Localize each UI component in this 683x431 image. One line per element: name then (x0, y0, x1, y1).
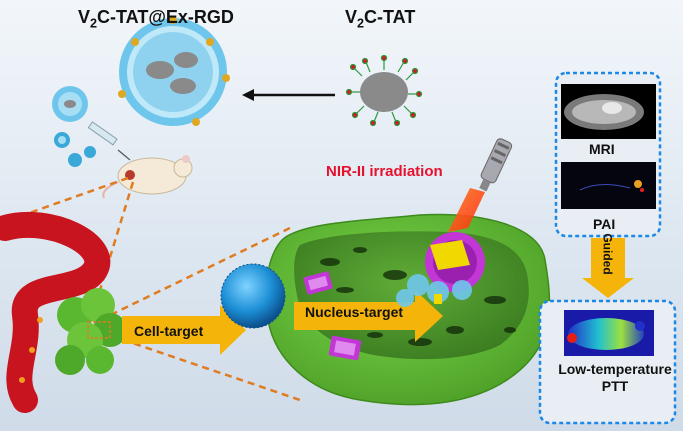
nanosheet-fragments (303, 271, 362, 361)
ptt-label: Low-temperature PTT (558, 361, 672, 394)
exosome-small-2 (54, 132, 70, 148)
mri-label: MRI (589, 141, 615, 157)
tumor-cluster (55, 288, 127, 375)
nucleus-target-label: Nucleus-target (305, 304, 404, 320)
ptt-panel (538, 299, 677, 425)
nucleus-assembly (396, 232, 485, 307)
zoom-lines (14, 176, 301, 402)
laser-icon (448, 138, 513, 232)
guided-label: Guided (600, 233, 615, 275)
exosome-large (118, 16, 230, 126)
v2c-tat-nanosheet (345, 54, 423, 127)
blood-vessel (0, 211, 111, 413)
exosome-small-3 (68, 146, 96, 167)
nir-irradiation-label: NIR-II irradiation (326, 163, 443, 180)
title-v2c-tat: V2C-TAT (345, 7, 416, 31)
pai-label: PAI (593, 216, 616, 232)
title-v2c-tat-ex-rgd: V2C-TAT@Ex-RGD (78, 7, 234, 31)
exosome-sphere (220, 263, 286, 329)
arrow-loading (242, 89, 335, 101)
pai-image (561, 162, 656, 209)
mouse-icon (102, 155, 193, 199)
cell-target-label: Cell-target (134, 323, 204, 339)
cell-target-arrow (122, 305, 246, 355)
syringe-icon (87, 121, 131, 161)
guided-arrow (582, 238, 634, 298)
exosome-small-1 (52, 86, 88, 122)
imaging-panel (554, 71, 662, 238)
